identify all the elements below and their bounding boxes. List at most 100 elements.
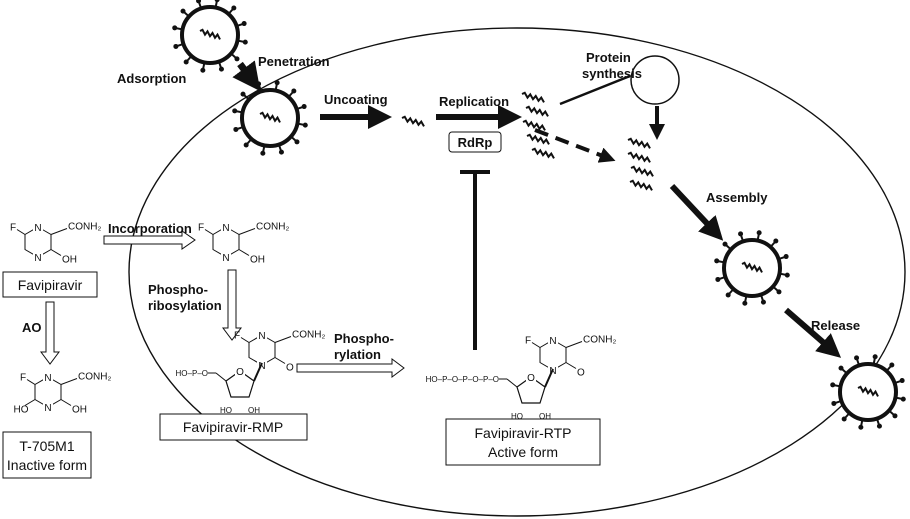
bond — [565, 362, 577, 369]
spike-tip — [183, 59, 189, 65]
fluorine-atom: F — [525, 336, 531, 347]
t705m1-box — [2, 431, 92, 479]
favipiravir-box — [2, 271, 98, 298]
atom-bg — [33, 251, 43, 262]
rtp-ribose-structure — [499, 368, 554, 404]
protein-synthesis-line — [559, 74, 631, 106]
hydroxyl-group: OH — [539, 412, 551, 421]
t705m1-structure — [24, 371, 78, 412]
phosphorylation-label-1: Phospho- — [334, 331, 394, 346]
phosphoribosylation-label-2: ribosylation — [148, 298, 222, 313]
rna-strand — [199, 28, 221, 40]
favipiravir-structure — [16, 221, 68, 262]
viral-lifecycle-arrows — [232, 60, 842, 358]
spike-tip — [715, 276, 721, 282]
spike-tip — [294, 139, 300, 145]
spike-tip — [232, 108, 238, 114]
rna-strand — [531, 147, 555, 159]
rna-strand — [401, 115, 425, 127]
oxo-group: O — [286, 363, 294, 374]
spike-tip — [233, 126, 239, 132]
virus-particle — [232, 80, 308, 156]
bond — [50, 228, 68, 235]
spike-tip — [274, 80, 280, 86]
rna-strand — [627, 137, 651, 149]
spike-tip — [278, 149, 284, 155]
spike-tip — [241, 21, 247, 27]
nitrogen-atom: N — [258, 331, 265, 342]
release-label: Release — [811, 318, 860, 333]
spike-tip — [742, 300, 748, 306]
atom-bg — [235, 365, 245, 376]
bond — [50, 249, 62, 256]
hydroxyl-group: HO — [14, 405, 29, 416]
ring-oxygen: O — [527, 373, 535, 384]
atom-bg — [43, 371, 53, 382]
spike-tip — [900, 396, 906, 402]
metabolism-arrows — [40, 230, 405, 378]
phosphorylation-arrow — [296, 358, 405, 378]
virus-particle — [172, 0, 248, 73]
incorporation-arrow — [103, 230, 196, 250]
spike-tip — [831, 400, 837, 406]
spike-tip — [180, 8, 186, 14]
bond — [531, 342, 541, 348]
release-arrow — [784, 307, 842, 358]
spike-tip — [783, 254, 789, 260]
fluorine-atom: F — [198, 223, 204, 234]
nitrogen-atom: N — [44, 373, 51, 384]
host-cell-membrane — [128, 27, 906, 517]
nitrogen-atom: N — [34, 253, 41, 264]
bond — [274, 336, 292, 343]
nitrogen-atom: N — [549, 366, 556, 377]
glycosidic-bond — [253, 362, 263, 382]
rna-strand — [857, 385, 879, 397]
rna-strand — [630, 165, 654, 177]
spike-tip — [714, 258, 720, 264]
carboxamide-group: CONH₂ — [583, 335, 616, 346]
spike-tip — [899, 378, 905, 384]
spike-tip — [242, 39, 248, 45]
nitrogen-atom: N — [549, 336, 556, 347]
phosphate-group: HO–P–O–P–O–P–O — [426, 375, 499, 384]
rna-strand — [521, 91, 545, 103]
rtp-status: Active form — [488, 444, 558, 460]
rtp-base-structure — [531, 334, 583, 375]
spike-tip — [892, 413, 898, 419]
rna-strand — [741, 261, 763, 273]
fluorine-atom: F — [20, 373, 26, 384]
spike-tip — [773, 238, 779, 244]
adsorption-label: Adsorption — [117, 71, 186, 86]
rna-strand — [526, 133, 550, 145]
phosphoribosylation-arrow — [222, 269, 242, 341]
spike-tip — [291, 88, 297, 94]
bond — [60, 378, 78, 385]
spike-tip — [838, 365, 844, 371]
spike-tip — [231, 5, 237, 11]
atom-bg — [221, 251, 231, 262]
nitrogen-atom: N — [34, 223, 41, 234]
nitrogen-atom: N — [222, 253, 229, 264]
ribose-ring — [225, 370, 255, 398]
spike-tip — [854, 355, 860, 361]
dashed-arrow — [534, 128, 616, 163]
spike-tip — [738, 231, 744, 237]
phosphorylation-label-2: rylation — [334, 347, 381, 362]
empty-capsid — [630, 55, 680, 105]
carboxamide-group: CONH₂ — [68, 222, 101, 233]
replication-label: Replication — [439, 94, 509, 109]
penetration-label: Penetration — [258, 54, 330, 69]
rmp-ribose-structure — [208, 362, 263, 398]
rdrp-label: RdRp — [458, 135, 493, 150]
bond — [204, 229, 214, 235]
spike-tip — [302, 122, 308, 128]
atom-bg — [221, 221, 231, 232]
ao-label: AO — [22, 320, 42, 335]
assembly-label: Assembly — [706, 190, 768, 205]
phosphoribosylation-label-1: Phospho- — [148, 282, 208, 297]
bond — [274, 357, 286, 364]
bond — [24, 399, 36, 406]
carboxamide-group: CONH₂ — [256, 222, 289, 233]
virus-particle — [830, 354, 906, 430]
